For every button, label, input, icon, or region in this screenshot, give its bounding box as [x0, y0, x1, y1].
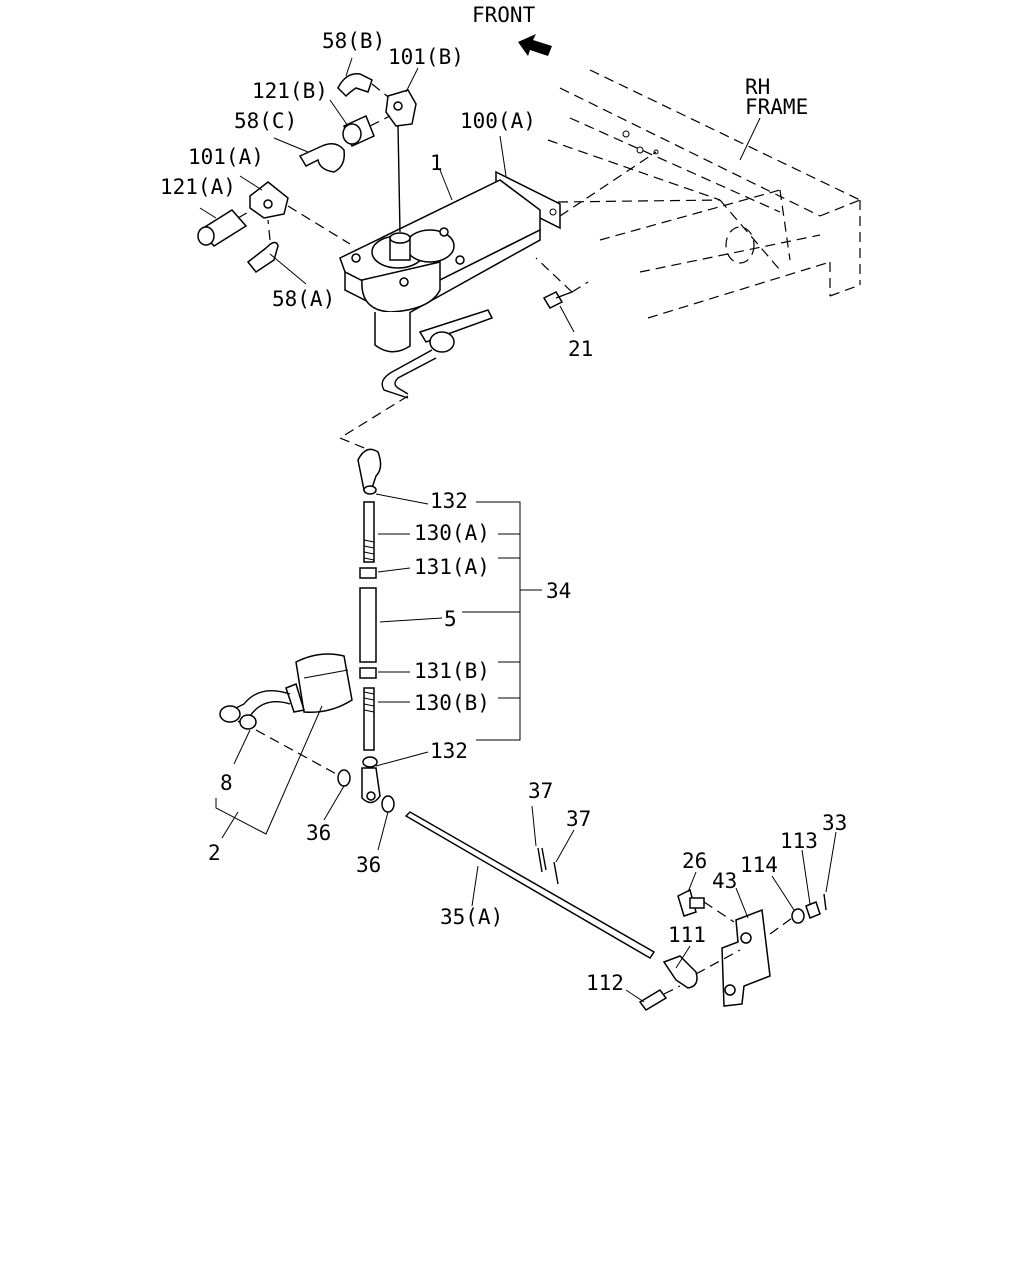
callout-37-b: 37 [566, 807, 591, 831]
leader-lines [199, 57, 837, 1003]
callout-36-b: 36 [356, 853, 381, 877]
callout-101a: 101(A) [188, 145, 264, 169]
callout-132-top: 132 [430, 489, 468, 513]
callout-35a: 35(A) [440, 905, 503, 929]
rod-35a [404, 811, 656, 960]
fittings-upper [197, 73, 417, 274]
callout-130b: 130(B) [414, 691, 490, 715]
callout-111: 111 [668, 923, 706, 947]
callout-36-a: 36 [306, 821, 331, 845]
bracket-43-hardware [638, 888, 827, 1011]
callout-43: 43 [712, 869, 737, 893]
callout-101b: 101(B) [388, 45, 464, 69]
callout-132-bottom: 132 [430, 739, 468, 763]
callout-8: 8 [220, 771, 233, 795]
callout-5: 5 [444, 607, 457, 631]
callout-131b: 131(B) [414, 659, 490, 683]
callout-121a: 121(A) [160, 175, 236, 199]
callout-112: 112 [586, 971, 624, 995]
callout-1: 1 [430, 151, 443, 175]
callout-2: 2 [208, 841, 221, 865]
front-direction-indicator: FRONT [472, 3, 552, 56]
rod-assembly-34 [357, 448, 382, 804]
callout-labels: 58(B) 101(B) 121(B) 58(C) 100(A) 101(A) … [160, 29, 847, 995]
callout-58a: 58(A) [272, 287, 335, 311]
callout-58c: 58(C) [234, 109, 297, 133]
frame-label-frame: FRAME [745, 95, 808, 119]
bolt-21 [535, 257, 589, 333]
callout-37-a: 37 [528, 779, 553, 803]
callout-114: 114 [740, 853, 778, 877]
callout-58b: 58(B) [322, 29, 385, 53]
callout-21: 21 [568, 337, 593, 361]
valve-assembly-1 [339, 179, 541, 399]
callout-131a: 131(A) [414, 555, 490, 579]
callout-33: 33 [822, 811, 847, 835]
callout-121b: 121(B) [252, 79, 328, 103]
callout-130a: 130(A) [414, 521, 490, 545]
frame-label-rh: RH [745, 75, 770, 99]
front-arrow-icon [518, 34, 552, 56]
callout-113: 113 [780, 829, 818, 853]
knob-assembly-2 [219, 653, 395, 813]
callout-100a: 100(A) [460, 109, 536, 133]
front-label: FRONT [472, 3, 536, 27]
callout-34: 34 [546, 579, 571, 603]
rh-frame: RH FRAME [547, 69, 861, 319]
callout-26: 26 [682, 849, 707, 873]
